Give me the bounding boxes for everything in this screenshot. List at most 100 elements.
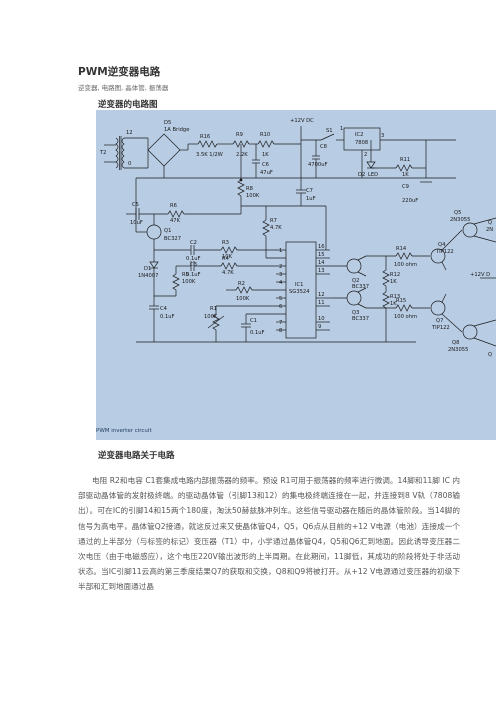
label-r12: R12 — [390, 272, 400, 278]
label-c2-val: 0.1uF — [186, 256, 201, 262]
section-title: 逆变器电路关于电路 — [98, 451, 175, 461]
label-r7: R7 — [270, 218, 277, 224]
label-r2: R2 — [238, 281, 245, 287]
label-ic1-pin15: 15 — [318, 252, 325, 258]
label-ic1-pin1: 1 — [279, 248, 282, 254]
label-ic2-type: 7808 — [355, 140, 368, 146]
label-r7-val: 4.7K — [270, 225, 282, 231]
article-tags: 逆变器, 电路图, 晶体管, 振荡器 — [78, 84, 169, 92]
label-ic1-pin9: 9 — [318, 324, 321, 330]
label-q6-partial: Q — [488, 220, 492, 226]
label-c7: C7 — [306, 188, 313, 194]
label-r9: R9 — [236, 132, 243, 138]
label-d1: D1 — [144, 266, 151, 272]
label-ic1-pin13: 13 — [318, 268, 325, 274]
label-c5-val: 10uF — [130, 220, 143, 226]
label-ic2-pin1: 1 — [340, 126, 343, 132]
label-ic1-pin3: 3 — [279, 272, 282, 278]
label-ic1-pin4: 4 — [279, 280, 283, 286]
label-d5: D5 — [164, 120, 171, 126]
label-ic2-pin2: 2 — [364, 152, 367, 158]
label-d5-type: 1A Bridge — [164, 127, 189, 133]
label-ic1-type: SG3524 — [289, 289, 310, 295]
body-paragraph: 电阻 R2和电容 C1套集成电路内部振荡器的频率。预设 R1可用于振荡器的频率进… — [78, 476, 460, 592]
label-d2: D2 — [358, 172, 365, 178]
label-r14: R14 — [396, 246, 407, 252]
label-r14-val: 100 ohm — [394, 262, 417, 268]
label-q7: Q7 — [436, 318, 443, 324]
label-vdc2: +12V D — [470, 272, 490, 278]
label-t2-12: 12 — [126, 130, 133, 136]
label-r10: R10 — [260, 132, 270, 138]
label-c8: C8 — [320, 144, 327, 150]
label-q5: Q5 — [454, 210, 461, 216]
label-r1-val: 100K — [204, 314, 218, 320]
label-q1-type: BC327 — [164, 236, 181, 242]
label-ic1-pin10: 10 — [318, 316, 325, 322]
label-r16-val: 3.5K 1/2W — [196, 152, 223, 158]
label-ic1-pin12: 12 — [318, 292, 325, 298]
label-c1-val: 0.1uF — [250, 330, 265, 336]
label-r10-val: 1K — [262, 152, 269, 158]
label-r5: R5 — [182, 272, 189, 278]
label-r15: R15 — [396, 298, 406, 304]
label-r13: R13 — [390, 294, 400, 300]
label-c4-val: 0.1uF — [160, 314, 175, 320]
label-r12-val: 1K — [390, 279, 397, 285]
label-r13-val: 1K — [390, 301, 397, 307]
label-ic1-pin16: 16 — [318, 244, 325, 250]
label-ic1-pin8: 8 — [279, 328, 282, 334]
label-ic1-pin5: 5 — [279, 296, 282, 302]
label-d1-type: 1N4007 — [138, 273, 158, 279]
label-r11: R11 — [400, 157, 410, 163]
label-d2-type: LED — [368, 172, 378, 178]
label-r8-val: 100K — [246, 193, 260, 199]
label-r4: R4 — [222, 256, 230, 262]
label-r6: R6 — [170, 203, 177, 209]
label-r9-val: 2.2K — [236, 152, 248, 158]
label-r2-val: 100K — [236, 296, 250, 302]
label-t2-0: 0 — [128, 161, 131, 167]
label-q5-type: 2N3055 — [450, 217, 470, 223]
label-c3: C3 — [190, 262, 197, 268]
label-c1: C1 — [250, 318, 257, 324]
label-vdc: +12V DC — [290, 118, 314, 124]
label-c6-val: 47uF — [260, 170, 273, 176]
label-ic1-pin2: 2 — [279, 264, 282, 270]
label-q4-type: TIP122 — [435, 249, 454, 255]
label-q2: Q2 — [352, 278, 359, 284]
label-r16: R16 — [200, 134, 210, 140]
label-r4-val: 4.7K — [222, 270, 234, 276]
label-ic2-pin3: 3 — [381, 133, 384, 139]
label-ic1-pin14: 14 — [318, 260, 325, 266]
circuit-diagram: T2 12 0 D5 1A Bridge R16 3.5K 1/2W R9 2.… — [96, 110, 496, 440]
label-q3: Q3 — [352, 310, 359, 316]
label-r11-val: 1K — [402, 172, 409, 178]
figure-caption: PWM inverter circuit — [96, 428, 152, 434]
label-ic1: IC1 — [295, 282, 303, 288]
label-c3-val: 0.1uF — [186, 272, 201, 278]
label-q9-partial: Q — [488, 352, 492, 358]
label-r15-val: 100 ohm — [394, 314, 417, 320]
label-r5-val: 100K — [182, 279, 196, 285]
label-r1: R1 — [210, 306, 217, 312]
label-c9-val: 220uF — [402, 198, 418, 204]
label-ic1-pin7: 7 — [279, 320, 282, 326]
label-s1: S1 — [326, 128, 333, 134]
label-q1: Q1 — [164, 228, 171, 234]
label-c4: C4 — [160, 306, 168, 312]
label-q3-type: BC337 — [352, 316, 369, 322]
page-title: PWM逆变器电路 — [78, 66, 161, 78]
circuit-schematic: T2 12 0 D5 1A Bridge R16 3.5K 1/2W R9 2.… — [99, 118, 496, 358]
label-q4: Q4 — [438, 242, 446, 248]
label-q8: Q8 — [452, 340, 459, 346]
label-c6: C6 — [262, 162, 269, 168]
label-ic2: IC2 — [355, 132, 363, 138]
label-c2: C2 — [190, 240, 197, 246]
label-q8-type: 2N3055 — [448, 347, 468, 353]
label-r6-val: 47K — [170, 218, 181, 224]
label-ic1-pin11: 11 — [318, 300, 325, 306]
label-r3-val: 10K — [222, 254, 233, 260]
label-q6-type-partial: 2N — [486, 227, 493, 233]
label-q7-type: TIP122 — [431, 325, 450, 331]
